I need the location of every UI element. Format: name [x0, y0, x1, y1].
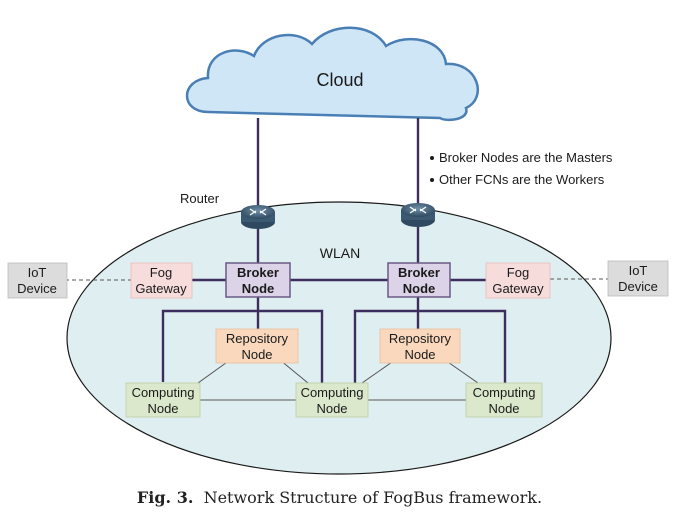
router-label: Router: [180, 191, 220, 206]
computing-node-2: Computing Node: [295, 382, 369, 418]
svg-text:Device: Device: [17, 281, 57, 296]
notes-list: Broker Nodes are the Masters Other FCNs …: [430, 150, 613, 187]
svg-text:Node: Node: [242, 281, 275, 296]
computing-node-1: Computing Node: [125, 382, 201, 418]
router-right-icon: [401, 203, 435, 227]
repository-node-right: Repository Node: [379, 328, 461, 364]
svg-text:Node: Node: [488, 401, 519, 416]
link-broker-left-cluster: [161, 309, 324, 383]
svg-text:Node: Node: [147, 401, 178, 416]
wlan-label: WLAN: [320, 245, 360, 261]
svg-text:Node: Node: [404, 347, 435, 362]
figure-number: Fig. 3.: [136, 488, 194, 507]
svg-text:Computing: Computing: [301, 385, 364, 400]
link-broker-right-cluster: [353, 309, 507, 383]
router-left-icon: [241, 205, 275, 229]
thin-links: [197, 359, 479, 401]
cloud-shape: [185, 26, 479, 122]
fog-gateway-left: Fog Gateway: [130, 262, 193, 299]
figure-title: Network Structure of FogBus framework.: [203, 488, 543, 507]
note-workers: Other FCNs are the Workers: [439, 172, 605, 187]
svg-text:Fog: Fog: [150, 265, 172, 280]
svg-text:Gateway: Gateway: [135, 281, 187, 296]
bullet-icon: [430, 156, 434, 160]
computing-node-3: Computing Node: [465, 382, 543, 418]
svg-text:Broker: Broker: [398, 265, 440, 280]
svg-text:Fog: Fog: [507, 265, 529, 280]
svg-text:IoT: IoT: [28, 265, 47, 280]
wlan-area: [66, 201, 612, 475]
iot-device-left: IoT Device: [7, 262, 68, 299]
svg-text:Repository: Repository: [389, 331, 452, 346]
svg-text:Broker: Broker: [237, 265, 279, 280]
svg-text:Computing: Computing: [473, 385, 536, 400]
svg-text:Device: Device: [618, 279, 658, 294]
svg-text:Gateway: Gateway: [492, 281, 544, 296]
figure-caption: Fig. 3. Network Structure of FogBus fram…: [0, 488, 679, 507]
svg-text:Repository: Repository: [226, 331, 289, 346]
svg-text:Node: Node: [241, 347, 272, 362]
svg-text:Node: Node: [316, 401, 347, 416]
note-masters: Broker Nodes are the Masters: [439, 150, 613, 165]
broker-node-left: Broker Node: [225, 262, 291, 298]
cloud-label: Cloud: [316, 70, 363, 90]
repository-node-left: Repository Node: [215, 328, 299, 364]
iot-device-right: IoT Device: [607, 260, 669, 297]
fog-gateway-right: Fog Gateway: [485, 262, 551, 299]
bullet-icon: [430, 178, 434, 182]
svg-text:IoT: IoT: [629, 263, 648, 278]
network-structure-diagram: Cloud Broker Nodes are the Masters Other…: [7, 26, 669, 475]
svg-text:Node: Node: [403, 281, 436, 296]
broker-node-right: Broker Node: [387, 262, 451, 298]
svg-text:Computing: Computing: [132, 385, 195, 400]
